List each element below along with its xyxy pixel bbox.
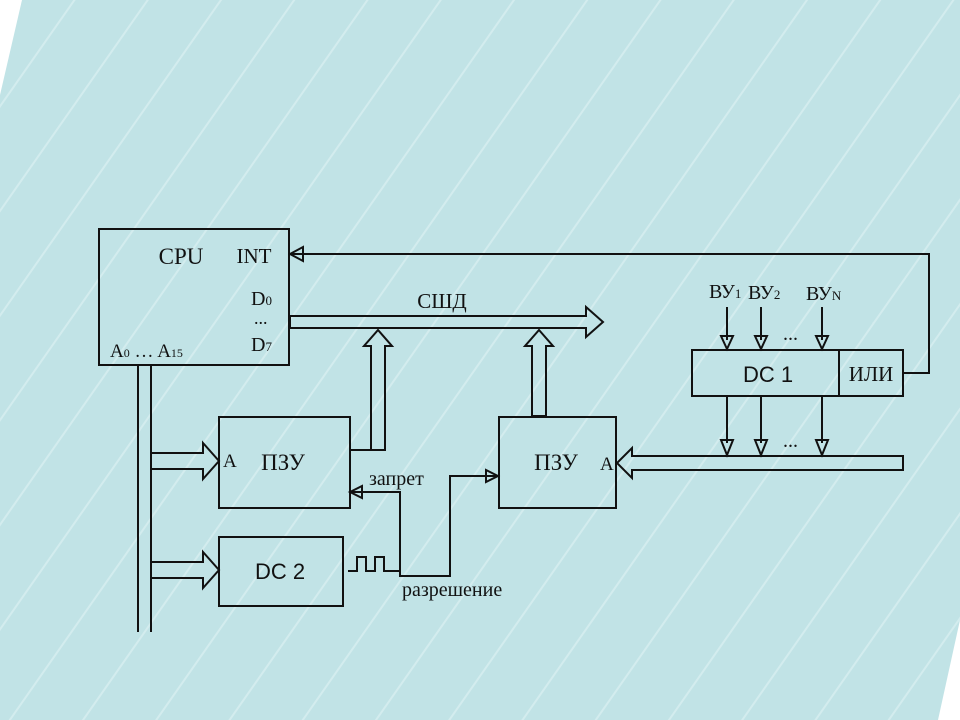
rom1-address-input-label: A bbox=[223, 451, 237, 472]
interrupt-line bbox=[287, 245, 930, 374]
rom2-box bbox=[498, 416, 617, 509]
dc1-outputs-dots: ... bbox=[783, 430, 798, 452]
rom2-output-arrow bbox=[522, 328, 556, 417]
address-bus-arrow-dc2 bbox=[150, 549, 221, 591]
device-2-label: ВУ2 bbox=[748, 282, 780, 304]
cpu-data-dots: ... bbox=[254, 308, 268, 328]
device-n-label: ВУN bbox=[806, 283, 842, 305]
rom2-address-bus-arrow bbox=[615, 445, 904, 481]
enable-label: разрешение bbox=[402, 579, 502, 601]
dc2-box bbox=[218, 536, 344, 607]
control-lines: запрет разрешение bbox=[347, 468, 502, 601]
rom2-address-input-label: A bbox=[600, 454, 614, 475]
rom1-output-arrow bbox=[361, 328, 395, 451]
cpu-box bbox=[98, 228, 290, 366]
cpu-label: CPU bbox=[159, 244, 204, 269]
rom2-block: ПЗУ A bbox=[498, 416, 617, 509]
cpu-d7-label: D7 bbox=[251, 334, 272, 356]
address-bus-arrow-rom1 bbox=[150, 440, 221, 482]
inhibit-arrowhead bbox=[347, 484, 363, 500]
inhibit-label: запрет bbox=[369, 468, 424, 490]
cpu-d0-label: D0 bbox=[251, 288, 272, 310]
data-bus-label: СШД bbox=[417, 289, 467, 313]
interrupt-arrowhead bbox=[287, 245, 304, 263]
dc1-outputs: ... bbox=[719, 396, 830, 458]
rom1-box bbox=[218, 416, 351, 509]
cpu-address-label: A0 … A15 bbox=[110, 341, 183, 362]
device-1-label: ВУ1 bbox=[709, 281, 741, 303]
pulse-waveform-icon bbox=[348, 556, 392, 572]
data-bus: СШД bbox=[289, 289, 605, 451]
dc1-label: DC 1 bbox=[743, 362, 793, 387]
dc2-label: DC 2 bbox=[255, 559, 305, 584]
device-inputs: ВУ1 ВУ2 ВУN ... bbox=[709, 281, 842, 352]
device-inputs-dots: ... bbox=[783, 323, 798, 345]
rom1-label: ПЗУ bbox=[261, 450, 306, 475]
address-bus bbox=[137, 365, 221, 632]
enable-arrowhead bbox=[485, 468, 501, 484]
cpu-block: CPU INT D0 ... D7 A0 … A15 bbox=[98, 228, 290, 366]
cpu-int-label: INT bbox=[237, 244, 272, 268]
rom1-block: ПЗУ A bbox=[218, 416, 351, 509]
dc1-block: DC 1 ИЛИ bbox=[691, 349, 904, 397]
dc2-block: DC 2 bbox=[218, 536, 392, 607]
rom2-label: ПЗУ bbox=[534, 450, 579, 475]
or-gate-label: ИЛИ bbox=[849, 362, 894, 386]
data-bus-arrow bbox=[289, 304, 605, 340]
